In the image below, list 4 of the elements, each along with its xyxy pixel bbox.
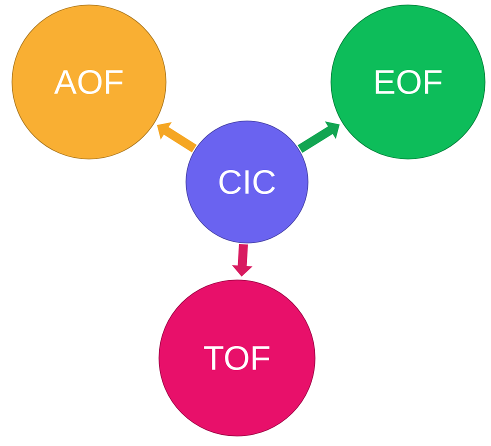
circle-node: CIC <box>186 120 308 244</box>
circle-node: EOF <box>330 4 486 160</box>
circle-node: TOF <box>158 280 316 436</box>
circle-node: AOF <box>12 4 166 160</box>
